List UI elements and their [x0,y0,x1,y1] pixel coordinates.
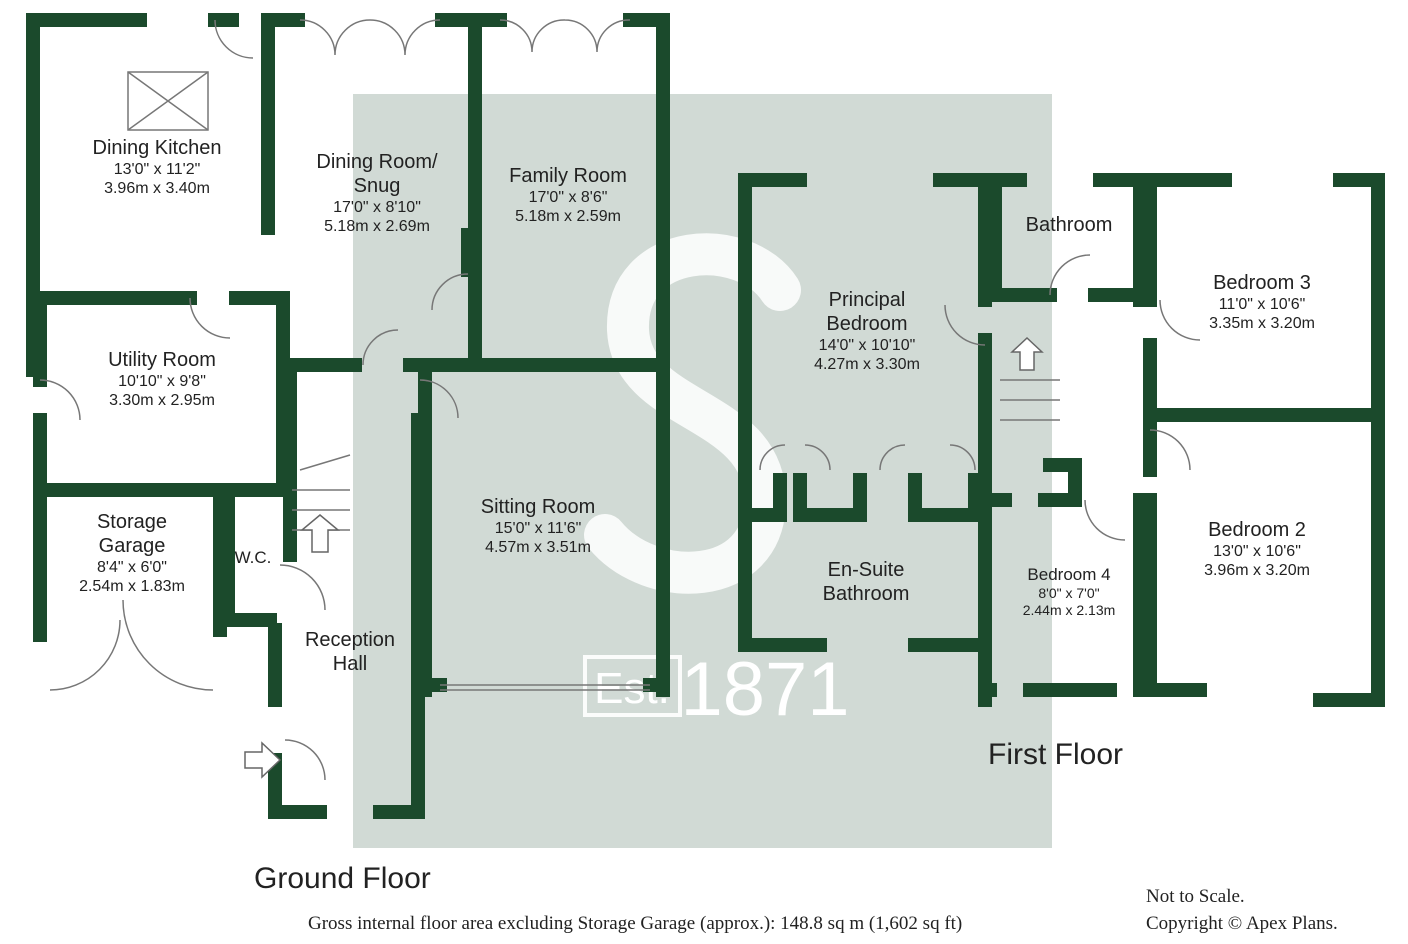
copyright-note: Copyright © Apex Plans. [1146,913,1338,934]
room-wc: W.C. [234,548,272,567]
stairs-up-arrow-icon [299,514,341,553]
skylight-icon [127,71,209,131]
watermark: Est. 1871 [353,94,1052,848]
room-bathroom: Bathroom [1025,214,1113,236]
floor-area-note: Gross internal floor area excluding Stor… [308,913,963,934]
room-reception-hall: Reception Hall [304,629,396,675]
watermark-logo [584,233,801,594]
watermark-year: 1871 [680,647,849,732]
first-floor-title: First Floor [988,738,1123,771]
ground-floor-title: Ground Floor [254,862,431,895]
scale-note: Not to Scale. [1146,886,1245,907]
room-ensuite: En-Suite Bathroom [822,559,910,605]
stairs-up-arrow-icon [1010,336,1044,371]
arrows [244,336,1044,779]
walls [26,13,1385,819]
entrance-arrow-icon [244,741,282,779]
